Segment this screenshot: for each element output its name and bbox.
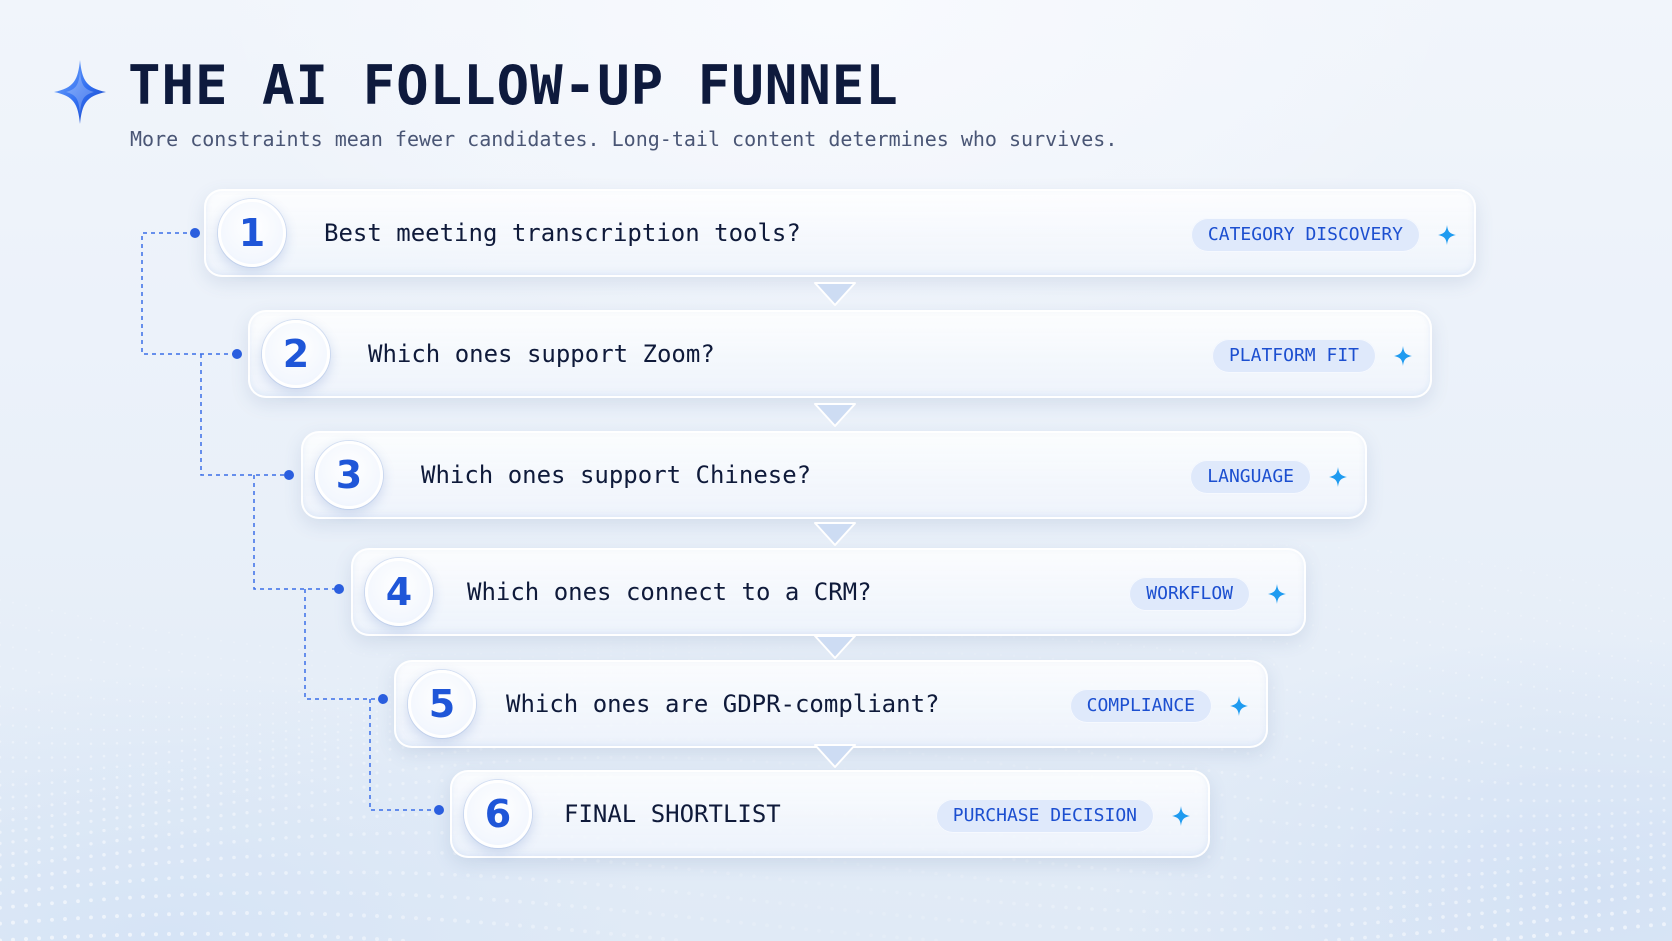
step-tag: COMPLIANCE [1069,689,1212,723]
step-number-badge: 3 [315,441,383,509]
sparkle-icon [1268,584,1286,604]
step-number-badge: 4 [365,558,433,626]
step-question: Best meeting transcription tools? [324,219,801,247]
sparkle-icon [1394,346,1412,366]
step-tag: CATEGORY DISCOVERY [1190,218,1420,252]
step-tag: WORKFLOW [1129,577,1250,611]
step-number-badge: 5 [408,670,476,738]
step-number-badge: 1 [218,199,286,267]
step-card-3: 3 Which ones support Chinese? LANGUAGE [301,431,1367,519]
step-question: FINAL SHORTLIST [564,800,781,828]
step-question: Which ones support Chinese? [421,461,812,489]
step-number-badge: 2 [262,320,330,388]
sparkle-icon [54,60,106,124]
sparkle-icon [1329,467,1347,487]
chevron-down-icon [814,403,856,427]
chevron-down-icon [814,282,856,306]
step-number-badge: 6 [464,780,532,848]
chevron-down-icon [814,744,856,768]
step-card-6: 6 FINAL SHORTLIST PURCHASE DECISION [450,770,1210,858]
sparkle-icon [1230,696,1248,716]
step-question: Which ones support Zoom? [368,340,715,368]
step-card-2: 2 Which ones support Zoom? PLATFORM FIT [248,310,1432,398]
chevron-down-icon [814,522,856,546]
step-question: Which ones connect to a CRM? [467,578,872,606]
step-card-5: 5 Which ones are GDPR-compliant? COMPLIA… [394,660,1268,748]
step-card-1: 1 Best meeting transcription tools? CATE… [204,189,1476,277]
step-tag: LANGUAGE [1190,460,1311,494]
sparkle-icon [1172,806,1190,826]
step-tag: PLATFORM FIT [1211,339,1376,373]
page-title: THE AI FOLLOW-UP FUNNEL [128,54,899,117]
step-tag: PURCHASE DECISION [935,799,1154,833]
sparkle-icon [1438,225,1456,245]
step-question: Which ones are GDPR-compliant? [506,690,940,718]
page-subtitle: More constraints mean fewer candidates. … [130,127,1118,151]
step-card-4: 4 Which ones connect to a CRM? WORKFLOW [351,548,1306,636]
chevron-down-icon [814,635,856,659]
